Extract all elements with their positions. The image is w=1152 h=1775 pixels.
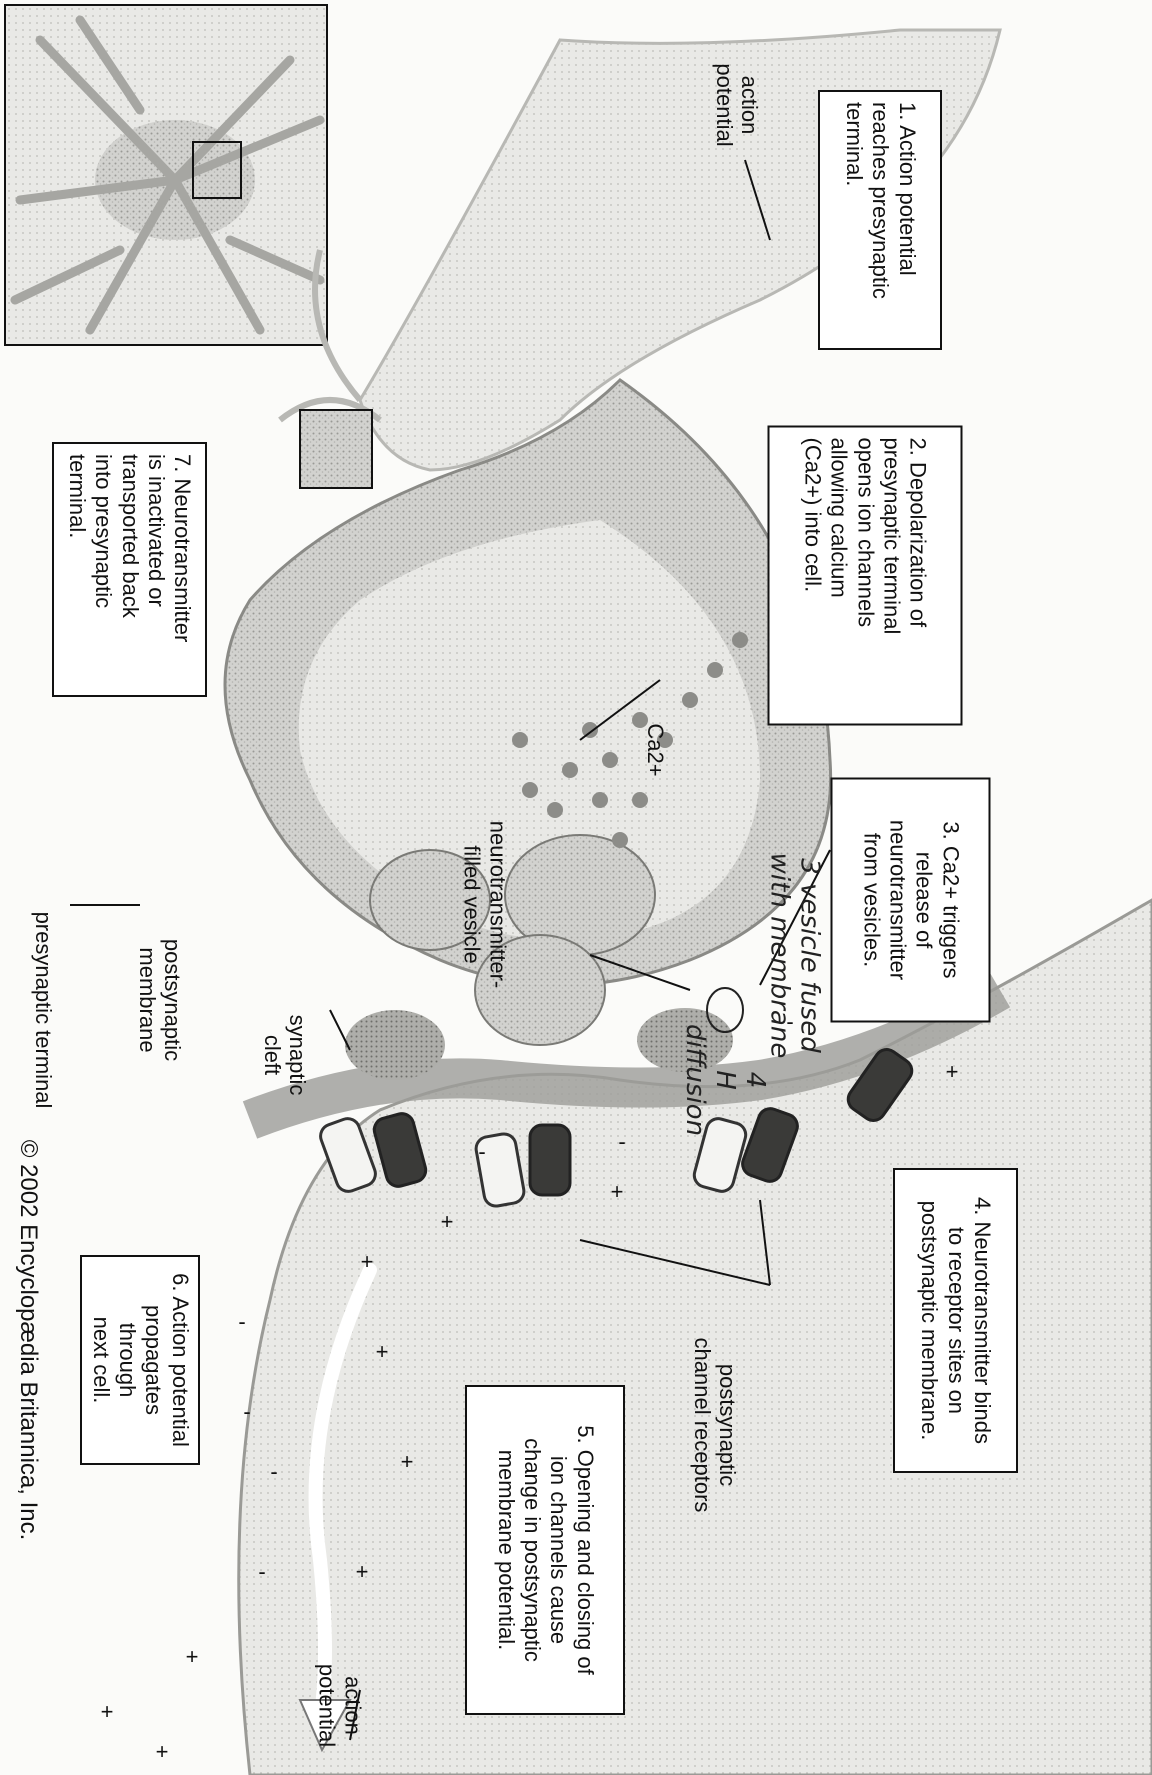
charge-negative: - bbox=[250, 1560, 274, 1584]
charge-positive: + bbox=[150, 1740, 174, 1764]
handwritten-diffusion-note: 4 H diffusion bbox=[660, 985, 790, 1175]
step-7-box: 7. Neurotransmitter is inactivated or tr… bbox=[52, 442, 207, 697]
step-4-box: 4. Neurotransmitter binds to receptor si… bbox=[893, 1168, 1018, 1473]
charge-negative: - bbox=[235, 1400, 259, 1424]
step-6-box: 6. Action potential propagates through n… bbox=[80, 1255, 200, 1465]
label-ca2: Ca2+ bbox=[641, 705, 669, 795]
charge-positive: + bbox=[395, 1450, 419, 1474]
charge-positive: + bbox=[435, 1210, 459, 1234]
step-5-box: 5. Opening and closing of ion channels c… bbox=[465, 1385, 625, 1715]
charge-positive: + bbox=[95, 1700, 119, 1724]
label-action-potential-bottom: action potential bbox=[313, 1646, 368, 1766]
neuron-inset bbox=[5, 5, 327, 345]
charge-negative: - bbox=[262, 1460, 286, 1484]
copyright: © 2002 Encyclopædia Britannica, Inc. bbox=[12, 1140, 44, 1540]
charge-positive: + bbox=[180, 1645, 204, 1669]
step-2-box: 2. Depolarization of presynaptic termina… bbox=[768, 426, 963, 726]
charge-negative: - bbox=[610, 1130, 634, 1154]
label-vesicle: neurotransmitter- filled vesicle bbox=[458, 760, 513, 1050]
charge-negative: - bbox=[230, 1310, 254, 1334]
charge-negative: - bbox=[470, 1140, 494, 1164]
label-action-potential-top: action potential bbox=[712, 50, 762, 160]
label-synaptic-cleft: synaptic cleft bbox=[257, 990, 313, 1120]
step-3-box: 3. Ca2+ triggers release of neurotransmi… bbox=[831, 778, 991, 1023]
label-channel-receptors: postsynaptic channel receptors bbox=[685, 1285, 745, 1565]
step-1-box: 1. Action potential reaches presynaptic … bbox=[818, 90, 942, 350]
axon-zoom-marker bbox=[300, 410, 372, 488]
charge-positive: + bbox=[350, 1560, 374, 1584]
charge-positive: + bbox=[940, 1060, 964, 1084]
label-postsynaptic-membrane: postsynaptic membrane bbox=[130, 895, 190, 1105]
charge-positive: + bbox=[370, 1340, 394, 1364]
charge-positive: + bbox=[605, 1180, 629, 1204]
charge-positive: + bbox=[355, 1250, 379, 1274]
